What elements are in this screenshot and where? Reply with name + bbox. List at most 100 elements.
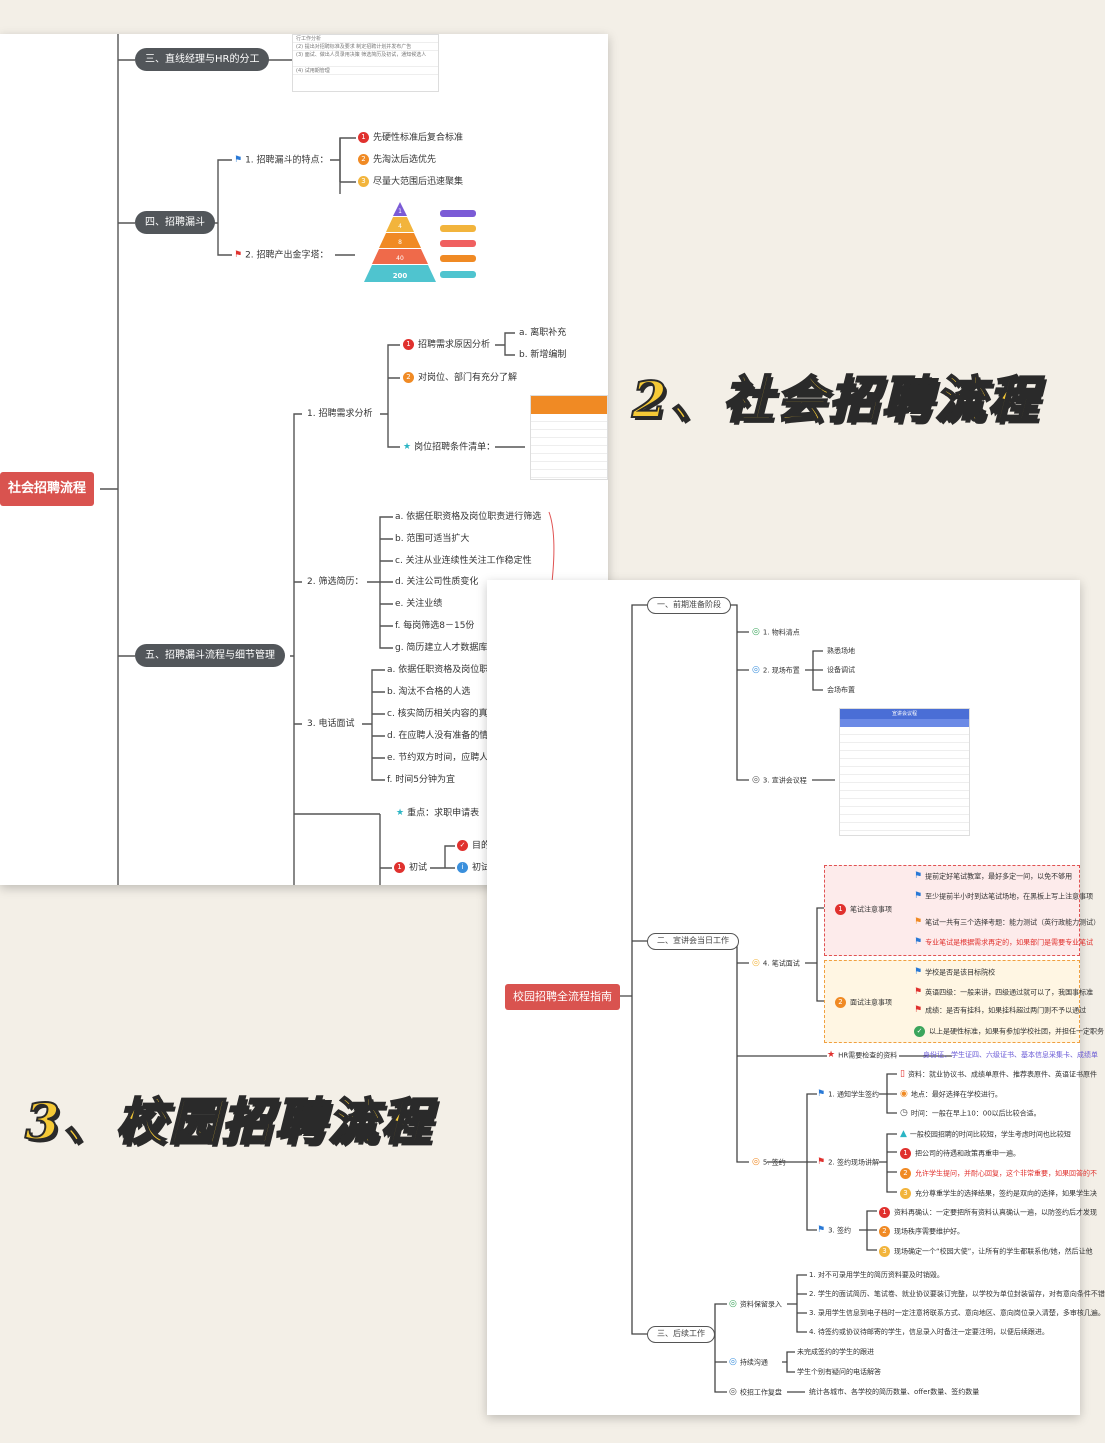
review-node[interactable]: ◎校招工作复盘 <box>729 1387 782 1397</box>
exam-note-3[interactable]: ⚑笔试一共有三个选择考题：能力测试（英行政能力测试） <box>914 917 1101 927</box>
agenda-node[interactable]: ◎3. 宣讲会议程 <box>752 775 807 785</box>
campus-recruitment-mindmap: 校园招聘全流程指南 一、前期准备阶段 二、宣讲会当日工作 三、后续工作 ◎1. … <box>487 580 1105 1415</box>
bulb-icon: ◎ <box>729 1357 737 1367</box>
flag-icon: ⚑ <box>914 1005 923 1015</box>
screen-resume-node[interactable]: 2. 筛选简历： <box>307 577 364 587</box>
sign-node[interactable]: ◎5. 签约 <box>752 1157 786 1167</box>
flag-icon: ⚑ <box>914 917 923 927</box>
archive-item-3[interactable]: 3. 录用学生信息到电子档时一定注意将联系方式、意向地区、意向岗位录入清楚，多审… <box>809 1309 1105 1317</box>
screen-item-a[interactable]: a. 依据任职资格及岗位职责进行筛选 <box>395 512 542 522</box>
campus-root-node[interactable]: 校园招聘全流程指南 <box>505 984 620 1010</box>
demand-reason-b[interactable]: b. 新增编制 <box>519 350 567 360</box>
phone-icon: ▯ <box>900 1069 905 1079</box>
branch-five[interactable]: 五、招聘漏斗流程与细节管理 <box>135 644 285 667</box>
notify-item-3[interactable]: ◷时间：一般在早上10：00以后比较合适。 <box>900 1108 1041 1118</box>
branch-three[interactable]: 三、直线经理与HR的分工 <box>135 48 270 71</box>
phone-item-d[interactable]: d. 在应聘人没有准备的情况 <box>387 731 498 741</box>
layout-item-2[interactable]: 设备调试 <box>827 666 855 674</box>
interview-notes-box <box>824 960 1080 1043</box>
flag-icon: ⚑ <box>234 250 243 260</box>
follow-up-node[interactable]: ◎持续沟通 <box>729 1357 768 1367</box>
exam-note-1[interactable]: ⚑提前定好笔试教室，最好多定一间，以免不够用 <box>914 871 1073 881</box>
info-icon: i <box>457 862 468 873</box>
exam-note-2[interactable]: ⚑至少提前半小时到达笔试场地，在黑板上写上注意事项 <box>914 891 1094 901</box>
social-recruitment-mindmap: 行工作分析 (2) 提出对招聘标准及要求 制定招聘计划并发布广告 (3) 面试、… <box>0 34 608 885</box>
pyramid-node[interactable]: ⚑2. 招聘产出金字塔： <box>234 250 329 261</box>
archive-item-4[interactable]: 4. 待签约或协议待邮寄的学生，信息录入时备注一定要注明，以便后续跟进。 <box>809 1328 1049 1336</box>
venue-layout-node[interactable]: ◎2. 现场布置 <box>752 665 800 675</box>
materials-node[interactable]: ◎1. 物料清点 <box>752 627 800 637</box>
phone-item-a[interactable]: a. 依据任职资格及岗位职责 <box>387 665 498 675</box>
notify-item-2[interactable]: ◉地点：最好选择在学校进行。 <box>900 1089 1002 1099</box>
number-three-icon: 3 <box>358 176 369 187</box>
funnel-traits-node[interactable]: ⚑1. 招聘漏斗的特点： <box>234 155 329 166</box>
exam-interview-node[interactable]: ◎4. 笔试面试 <box>752 958 800 968</box>
screen-item-f[interactable]: f. 每岗筛选8－15份 <box>395 621 475 631</box>
exam-note-4[interactable]: ⚑专业笔试是根据需求再定的，如果部门是需要专业笔试 <box>914 937 1094 947</box>
branch-four[interactable]: 四、招聘漏斗 <box>135 211 215 234</box>
interview-note-2[interactable]: ⚑英语四级：一般来讲，四级通过就可以了，我国事标准 <box>914 987 1094 997</box>
interview-note-3[interactable]: ⚑成绩：是否有挂科，如果挂科超过两门则不予以通过 <box>914 1005 1087 1015</box>
pyramid-level-4: 4 <box>398 223 402 230</box>
sign-step-node[interactable]: ⚑3. 签约 <box>817 1225 851 1235</box>
phone-item-c[interactable]: c. 核实简历相关内容的真实 <box>387 709 497 719</box>
review-detail[interactable]: 统计各城市、各学校的简历数量、offer数量、签约数量 <box>809 1388 980 1396</box>
flag-icon: ⚑ <box>914 891 923 901</box>
phone-item-b[interactable]: b. 淘汰不合格的人选 <box>387 687 471 697</box>
stage-one-node[interactable]: 一、前期准备阶段 <box>647 597 731 614</box>
screen-item-e[interactable]: e. 关注业绩 <box>395 599 443 609</box>
stage-three-node[interactable]: 三、后续工作 <box>647 1326 715 1343</box>
notify-item-1[interactable]: ▯资料：就业协议书、成绩单原件、推荐表原件、英语证书原件 <box>900 1069 1097 1079</box>
phone-interview-node[interactable]: 3. 电话面试 <box>307 719 355 729</box>
screen-item-c[interactable]: c. 关注从业连续性关注工作稳定性 <box>395 556 532 566</box>
screen-item-d[interactable]: d. 关注公司性质变化 <box>395 577 479 587</box>
key-point-node[interactable]: ★重点：求职申请表 <box>396 808 480 819</box>
hr-check-node[interactable]: ★HR需要检查的资料 <box>827 1050 898 1060</box>
archive-item-2[interactable]: 2. 学生的面试简历、笔试卷、就业协议要装订完整，以学校为单位封装留存，对有意向… <box>809 1290 1105 1298</box>
screen-item-g[interactable]: g. 简历建立人才数据库 <box>395 643 488 653</box>
explain-node[interactable]: ⚑2. 签约现场讲解 <box>817 1157 879 1167</box>
follow-item-1[interactable]: 未完成签约的学生的跟进 <box>797 1348 874 1356</box>
layout-item-1[interactable]: 熟悉场地 <box>827 647 855 655</box>
first-sub-purpose[interactable]: ✓目的 <box>457 840 490 852</box>
explain-item-1[interactable]: ▲一般校园招聘的时间比较短，学生考虑时间也比较短 <box>900 1129 1071 1139</box>
hr-check-detail[interactable]: 身份证、学生证四、六级证书、基本信息采集卡、成绩单 <box>923 1051 1098 1059</box>
archive-node[interactable]: ◎资料保留录入 <box>729 1299 782 1309</box>
phone-item-f[interactable]: f. 时间5分钟为宜 <box>387 775 455 785</box>
screen-item-b[interactable]: b. 范围可适当扩大 <box>395 534 470 544</box>
notify-sign-node[interactable]: ⚑1. 通知学生签约 <box>817 1089 879 1099</box>
demand-item-3[interactable]: ★岗位招聘条件清单： <box>403 442 496 453</box>
demand-reason-a[interactable]: a. 离职补充 <box>519 328 567 338</box>
interview-note-4[interactable]: ✓以上是硬性标准，如果有参加学校社团，并担任一定职务 <box>914 1026 1104 1037</box>
bulb-icon: ◎ <box>752 775 760 785</box>
archive-item-1[interactable]: 1. 对不可录用学生的简历资料要及时销毁。 <box>809 1271 944 1279</box>
interview-note-1[interactable]: ⚑学校是否是该目标院校 <box>914 967 996 977</box>
clock-icon: ◷ <box>900 1108 908 1118</box>
bulb-icon: ◎ <box>752 1157 760 1167</box>
flag-icon: ⚑ <box>817 1225 826 1235</box>
demand-analysis-node[interactable]: 1. 招聘需求分析 <box>307 409 373 419</box>
stage-two-node[interactable]: 二、宣讲会当日工作 <box>647 933 739 950</box>
social-root-node[interactable]: 社会招聘流程 <box>0 472 95 506</box>
layout-item-3[interactable]: 会场布置 <box>827 686 855 694</box>
bulb-icon: ◎ <box>729 1299 737 1309</box>
phone-item-e[interactable]: e. 节约双方时间，应聘人 <box>387 753 489 763</box>
follow-item-2[interactable]: 学生个别有疑问的电话解答 <box>797 1368 881 1376</box>
number-two-icon: 2 <box>358 154 369 165</box>
pyramid-level-8: 8 <box>398 239 402 246</box>
